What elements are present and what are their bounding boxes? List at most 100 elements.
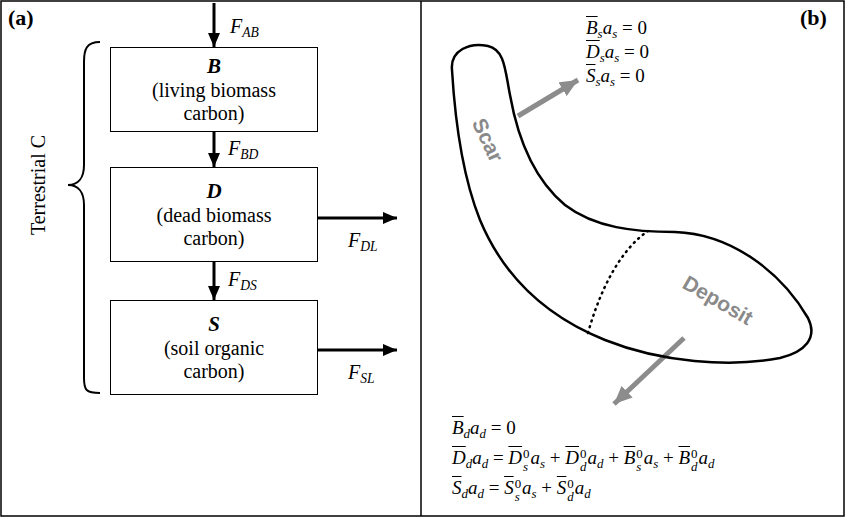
subscript: d xyxy=(462,486,468,501)
subscript: d xyxy=(691,461,697,474)
subscript: d xyxy=(482,456,488,471)
superscript: 0 xyxy=(636,448,642,461)
flux-subscript: SL xyxy=(360,371,374,386)
variable-symbol: D xyxy=(452,447,466,468)
equation: Bsas = 0 xyxy=(586,16,647,43)
flux-label: FSL xyxy=(346,360,377,388)
compartment-letter: D xyxy=(206,179,221,203)
variable-symbol: B xyxy=(586,17,598,38)
flux-subscript: AB xyxy=(242,25,259,40)
process-box: S(soil organic carbon) xyxy=(110,300,318,395)
panel-letter: (a) xyxy=(8,5,34,31)
subscript: s xyxy=(614,50,619,65)
variable-symbol: a xyxy=(601,65,611,86)
variable-symbol: a xyxy=(472,447,482,468)
script-stack: 0d xyxy=(580,448,586,474)
flux-symbol: F xyxy=(348,361,360,383)
subscript: s xyxy=(653,456,658,471)
flux-symbol: F xyxy=(230,15,242,37)
landslide-border xyxy=(452,45,812,363)
landslide-shape xyxy=(440,38,825,383)
variable-symbol: a xyxy=(644,447,654,468)
variable-symbol: D xyxy=(586,41,600,62)
panel-letter: (b) xyxy=(800,5,827,31)
leader-arrow xyxy=(518,80,578,116)
dotted-boundary xyxy=(588,231,648,333)
variable-symbol: S xyxy=(557,477,567,498)
equation: Sdad = S0sas + S0dad xyxy=(452,476,591,504)
script-stack: 0s xyxy=(523,448,529,474)
flux-label: FDL xyxy=(346,228,380,256)
subscript: s xyxy=(540,456,545,471)
landslide-outline: ScarDeposit xyxy=(440,38,825,383)
superscript: 0 xyxy=(523,448,529,461)
equation: Ssas = 0 xyxy=(586,64,645,91)
script-stack: 0s xyxy=(515,478,521,504)
subscript: d xyxy=(580,461,586,474)
variable-symbol: a xyxy=(531,447,541,468)
variable-symbol: a xyxy=(587,447,597,468)
subscript: s xyxy=(600,50,605,65)
superscript: 0 xyxy=(691,448,697,461)
curly-brace xyxy=(68,42,100,393)
compartment-name: (dead biomass carbon) xyxy=(139,204,289,250)
subscript: s xyxy=(598,26,603,41)
equation: Bdad = 0 xyxy=(452,416,516,443)
variable-symbol: a xyxy=(470,417,480,438)
superscript: 0 xyxy=(567,478,573,491)
subscript: s xyxy=(636,461,642,474)
flux-symbol: F xyxy=(348,229,360,251)
variable-symbol: a xyxy=(605,41,615,62)
variable-symbol: a xyxy=(575,477,585,498)
flux-symbol: F xyxy=(228,268,240,290)
variable-symbol: B xyxy=(624,447,636,468)
compartment-name: (living biomass carbon) xyxy=(139,79,289,125)
compartment-letter: B xyxy=(207,54,221,78)
flux-subscript: DL xyxy=(360,239,377,254)
bracket-label: Terrestrial C xyxy=(26,135,50,235)
equation: Dsas = 0 xyxy=(586,40,649,67)
scar-label: Scar xyxy=(468,114,508,165)
process-box: B(living biomass carbon) xyxy=(110,47,318,132)
subscript: d xyxy=(464,426,470,441)
subscript: d xyxy=(708,456,714,471)
input-flux-arrow xyxy=(213,3,216,47)
deposit-label: Deposit xyxy=(679,271,757,330)
subscript: d xyxy=(597,456,603,471)
superscript: 0 xyxy=(515,478,521,491)
variable-symbol: D xyxy=(508,447,522,468)
compartment-name: (soil organic carbon) xyxy=(139,337,289,383)
subscript: s xyxy=(523,461,529,474)
subscript: d xyxy=(466,456,472,471)
superscript: 0 xyxy=(580,448,586,461)
variable-symbol: B xyxy=(678,447,690,468)
flow-arrow xyxy=(213,132,216,167)
compartment-letter: S xyxy=(208,312,220,336)
subscript: d xyxy=(480,426,486,441)
panel-divider xyxy=(420,1,422,516)
subscript: d xyxy=(567,491,573,504)
subscript: s xyxy=(532,486,537,501)
subscript: s xyxy=(610,74,615,89)
flux-label: FAB xyxy=(228,14,261,42)
flux-label: FBD xyxy=(226,136,260,164)
process-box: D(dead biomass carbon) xyxy=(110,167,318,262)
subscript: d xyxy=(584,486,590,501)
loss-flux-arrow xyxy=(318,349,397,352)
variable-symbol: a xyxy=(468,477,478,498)
subscript: s xyxy=(515,491,521,504)
variable-symbol: a xyxy=(522,477,532,498)
loss-flux-arrow xyxy=(318,217,397,220)
flux-symbol: F xyxy=(228,137,240,159)
flux-label: FDS xyxy=(226,267,259,295)
script-stack: 0d xyxy=(691,448,697,474)
script-stack: 0s xyxy=(636,448,642,474)
equation: Ddad = D0sas + D0dad + B0sas + B0dad xyxy=(452,446,714,474)
flux-subscript: BD xyxy=(240,147,258,162)
variable-symbol: a xyxy=(699,447,709,468)
subscript: s xyxy=(596,74,601,89)
variable-symbol: S xyxy=(452,477,462,498)
flow-arrow xyxy=(213,262,216,300)
